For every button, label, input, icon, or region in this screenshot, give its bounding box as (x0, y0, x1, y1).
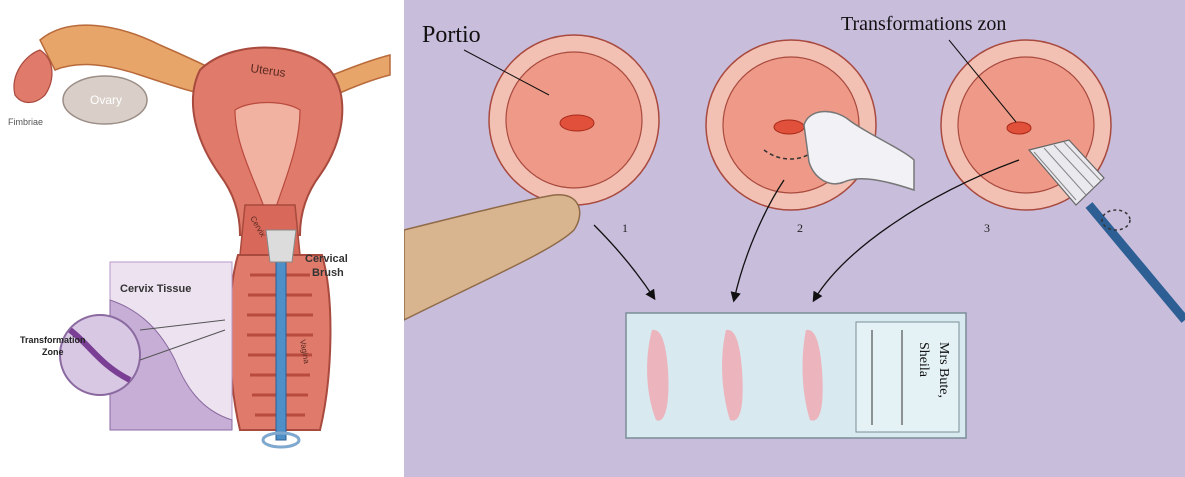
fimbriae-label: Fimbriae (8, 117, 43, 127)
cervical-os-1 (560, 115, 594, 131)
portio-label: Portio (422, 22, 481, 48)
step-3-label: 3 (984, 221, 990, 235)
procedure-svg: Portio Transformations zon 1 2 3 Mrs But… (404, 0, 1185, 477)
cervical-brush-shaft (276, 240, 286, 440)
microscope-slide: Mrs Bute, Sheila (626, 313, 966, 438)
procedure-diagram: Portio Transformations zon 1 2 3 Mrs But… (404, 0, 1185, 477)
anatomy-svg: Uterus Ovary Fimbriae Cervix Cervical Br… (0, 0, 398, 477)
transformation-zone-label-line2: Zone (42, 347, 64, 357)
cervical-brush-label-line2: Brush (312, 267, 344, 279)
step-1-label: 1 (622, 221, 628, 235)
slide-name-line-1: Mrs Bute, (936, 342, 951, 398)
cervical-brush-head (266, 230, 296, 262)
cervix-tissue-label: Cervix Tissue (120, 283, 191, 295)
ovary-label: Ovary (90, 93, 122, 107)
fimbriae-shape (14, 50, 52, 103)
slide-name-line-2: Sheila (916, 342, 931, 378)
cervical-os-3 (1007, 122, 1031, 134)
cervix-view-1 (489, 35, 659, 205)
anatomy-illustration: Uterus Ovary Fimbriae Cervix Cervical Br… (0, 0, 398, 477)
transformation-zone-label: Transformations zon (841, 13, 1006, 35)
step-2-label: 2 (797, 221, 803, 235)
cervical-brush-label-line1: Cervical (305, 253, 348, 265)
transformation-zone-label-line1: Transformation (20, 335, 86, 345)
cervical-os-2 (774, 120, 804, 134)
